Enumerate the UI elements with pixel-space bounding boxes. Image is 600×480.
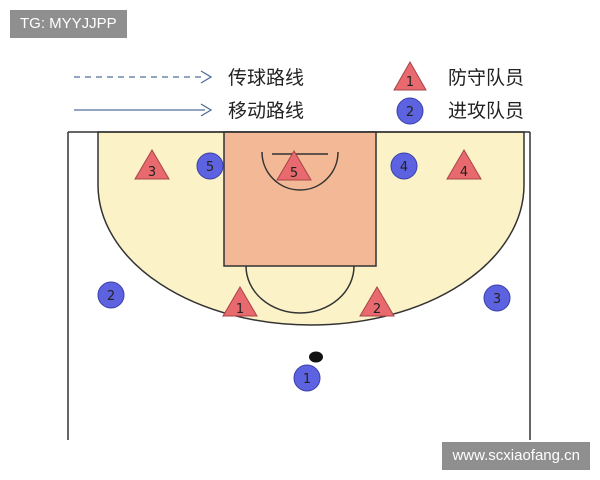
attacker-player: 5 — [196, 152, 224, 180]
attacker-player: 3 — [483, 284, 511, 312]
attacker-player: 2 — [97, 281, 125, 309]
attacker-circle-icon — [390, 152, 418, 180]
legend: 传球路线 移动路线 1 防守队员 2 进攻队员 — [74, 60, 524, 125]
defender-player: 4 — [446, 149, 482, 180]
defender-player: 5 — [276, 150, 312, 181]
watermark-bottom-right: www.scxiaofang.cn — [442, 442, 590, 470]
defender-number: 4 — [460, 165, 468, 180]
attacker-circle-icon — [196, 152, 224, 180]
attacker-legend-icon — [396, 97, 424, 125]
defender-number: 3 — [148, 165, 156, 180]
defenders: 3 5 4 1 2 — [134, 149, 482, 317]
attacker-player: 4 — [390, 152, 418, 180]
pass-route-arrow-icon — [200, 70, 213, 84]
defender-player: 3 — [134, 149, 170, 180]
free-throw-circle — [245, 265, 355, 314]
defender-number: 5 — [290, 166, 298, 181]
defender-legend-label: 防守队员 — [448, 67, 524, 89]
defender-legend-number: 1 — [406, 75, 414, 90]
defender-player: 2 — [359, 286, 395, 317]
attacker-circle-icon — [483, 284, 511, 312]
paint-area — [223, 131, 377, 267]
move-route-arrow-icon — [200, 103, 213, 117]
defender-triangle-icon — [276, 150, 312, 181]
defender-triangle-icon — [134, 149, 170, 180]
defender-triangle-icon — [222, 286, 258, 317]
pass-route-label: 传球路线 — [228, 67, 304, 89]
attacker-legend-number: 2 — [406, 105, 414, 120]
restricted-arc — [261, 151, 339, 191]
attacker-player: 1 — [293, 364, 321, 392]
watermark-top-left: TG: MYYJJPP — [10, 10, 127, 38]
attackers: 5 4 2 3 1 — [97, 152, 511, 392]
attacker-number: 5 — [206, 160, 214, 175]
defender-number: 2 — [373, 302, 381, 317]
defender-triangle-icon — [359, 286, 395, 317]
move-route-label: 移动路线 — [228, 100, 304, 122]
defender-player: 1 — [222, 286, 258, 317]
attacker-number: 3 — [493, 292, 501, 307]
defender-legend-icon — [393, 60, 427, 91]
attacker-circle-icon — [293, 364, 321, 392]
basketball-icon — [309, 351, 323, 363]
attacker-number: 1 — [303, 372, 311, 387]
attacker-number: 2 — [107, 289, 115, 304]
half-court — [67, 131, 531, 440]
attacker-circle-icon — [97, 281, 125, 309]
defender-triangle-icon — [446, 149, 482, 180]
attacker-number: 4 — [400, 160, 408, 175]
attacker-legend-label: 进攻队员 — [448, 100, 524, 122]
defender-number: 1 — [236, 302, 244, 317]
